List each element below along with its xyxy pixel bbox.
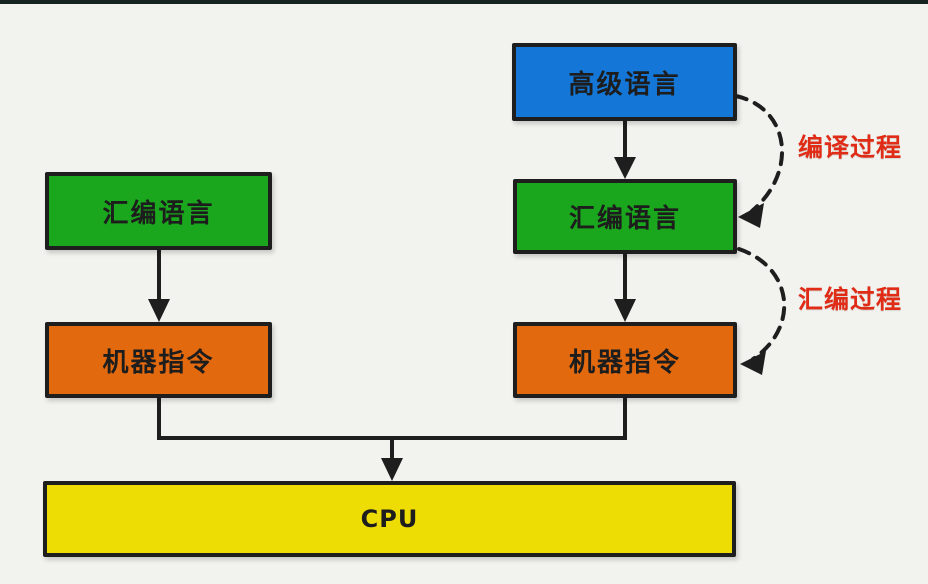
node-machine-instructions-right: 机器指令	[513, 322, 737, 398]
node-machine-instructions-left: 机器指令	[45, 322, 272, 398]
node-label: 机器指令	[102, 347, 215, 378]
window-top-edge	[0, 0, 928, 4]
node-high-level-language: 高级语言	[512, 43, 737, 121]
compile-process-label: 编译过程	[798, 133, 903, 162]
dashed-arrow-compile-process	[734, 94, 785, 228]
node-label: 汇编语言	[568, 204, 681, 234]
arrow-assembly-to-machine-right	[614, 254, 636, 322]
node-assembly-language-left: 汇编语言	[45, 172, 272, 250]
arrow-assembly-to-machine-left	[148, 250, 170, 322]
node-label: 汇编语言	[102, 198, 215, 229]
node-label: 高级语言	[568, 69, 681, 100]
node-assembly-language-right: 汇编语言	[513, 179, 737, 254]
arrow-highlevel-to-assembly	[614, 121, 636, 179]
node-label: 机器指令	[568, 347, 681, 378]
dashed-arrow-assemble-process	[737, 247, 787, 375]
assemble-process-label: 汇编过程	[798, 285, 903, 314]
node-label: CPU	[360, 505, 419, 533]
node-cpu: CPU	[43, 481, 736, 557]
connector-machine-to-cpu	[157, 398, 627, 481]
